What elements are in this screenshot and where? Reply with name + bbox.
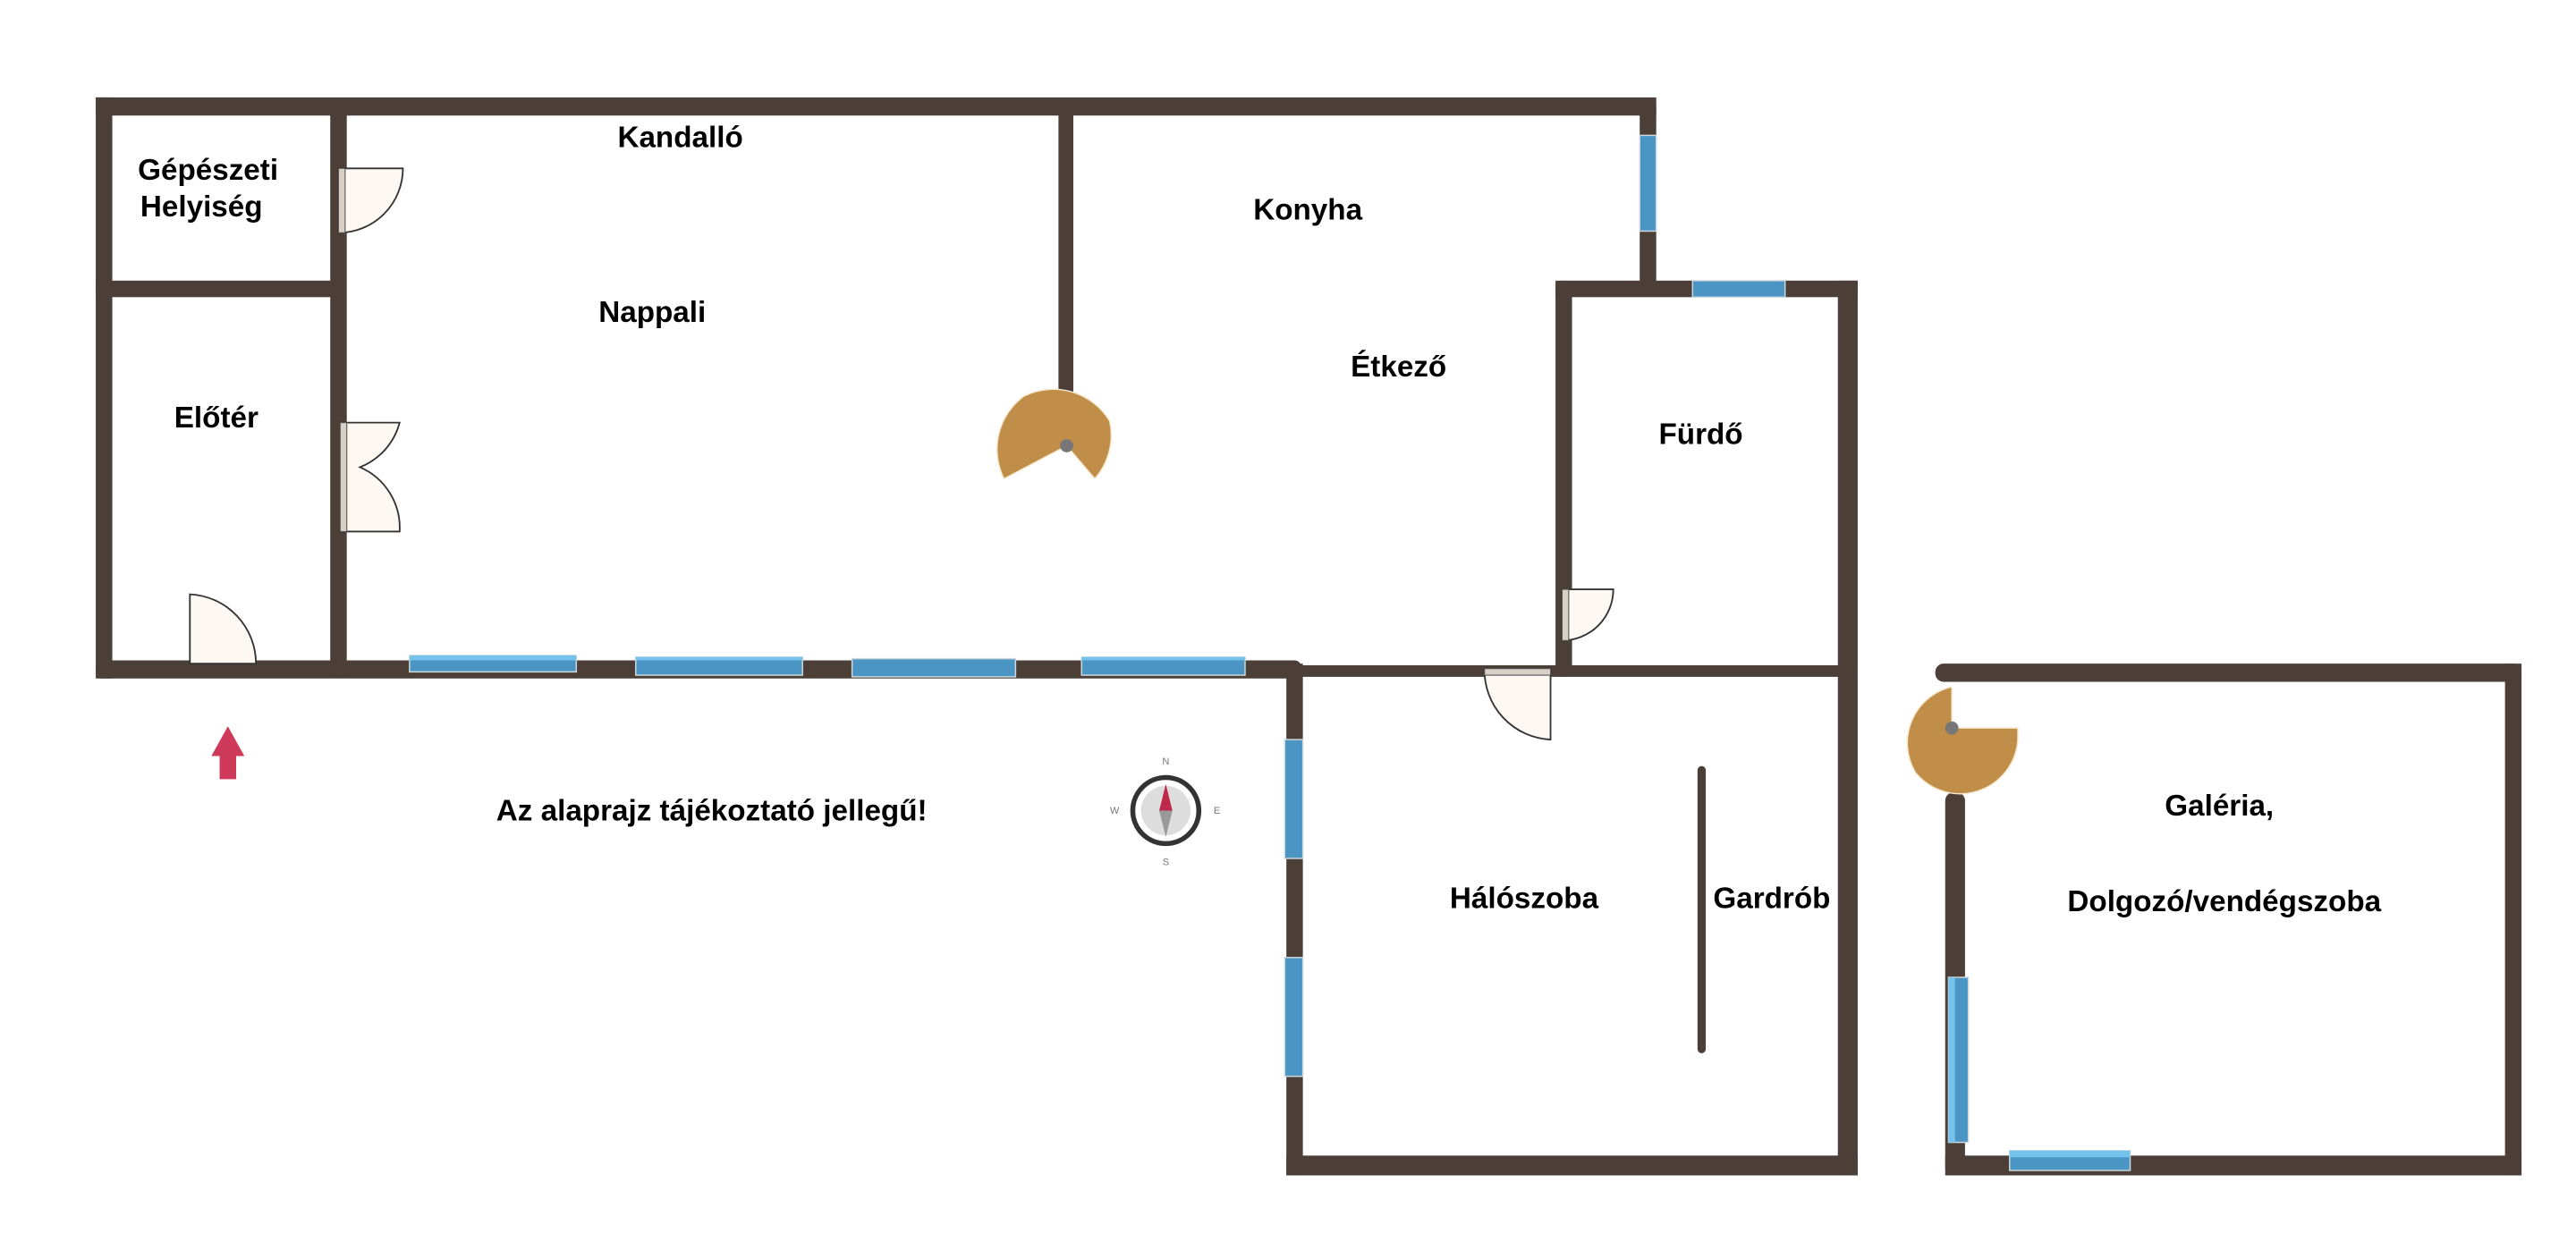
room-labels: Gépészeti Helyiség Kandalló Nappali Kony… [138,121,2381,918]
windows [409,134,2131,1171]
label-nappali: Nappali [598,296,706,329]
label-haloszoba: Hálószoba [1450,882,1599,915]
spiral-staircase-gallery [1906,686,2019,795]
entrance-arrow-icon [211,726,245,780]
svg-text:W: W [1110,806,1120,816]
spiral-staircase-main [996,388,1113,480]
svg-text:S: S [1163,857,1169,867]
svg-text:E: E [1214,806,1220,816]
disclaimer-note: Az alaprajz tájékoztató jellegű! [496,795,928,828]
label-gepeszeti: Gépészeti [138,154,278,187]
label-etkezo: Étkező [1351,350,1446,384]
label-gardrob: Gardrób [1713,882,1830,915]
walls [96,97,2522,1176]
label-helyiseg: Helyiség [140,190,263,224]
label-kandallo: Kandalló [617,121,742,154]
label-furdo: Fürdő [1658,418,1742,452]
compass-icon: N S E W [1110,756,1220,868]
label-eloter: Előtér [174,401,258,435]
label-konyha: Konyha [1253,194,1362,227]
label-galeria: Galéria, [2165,790,2274,823]
svg-text:N: N [1162,756,1169,767]
label-dolgozo: Dolgozó/vendégszoba [2067,885,2381,918]
doors [189,167,1614,741]
